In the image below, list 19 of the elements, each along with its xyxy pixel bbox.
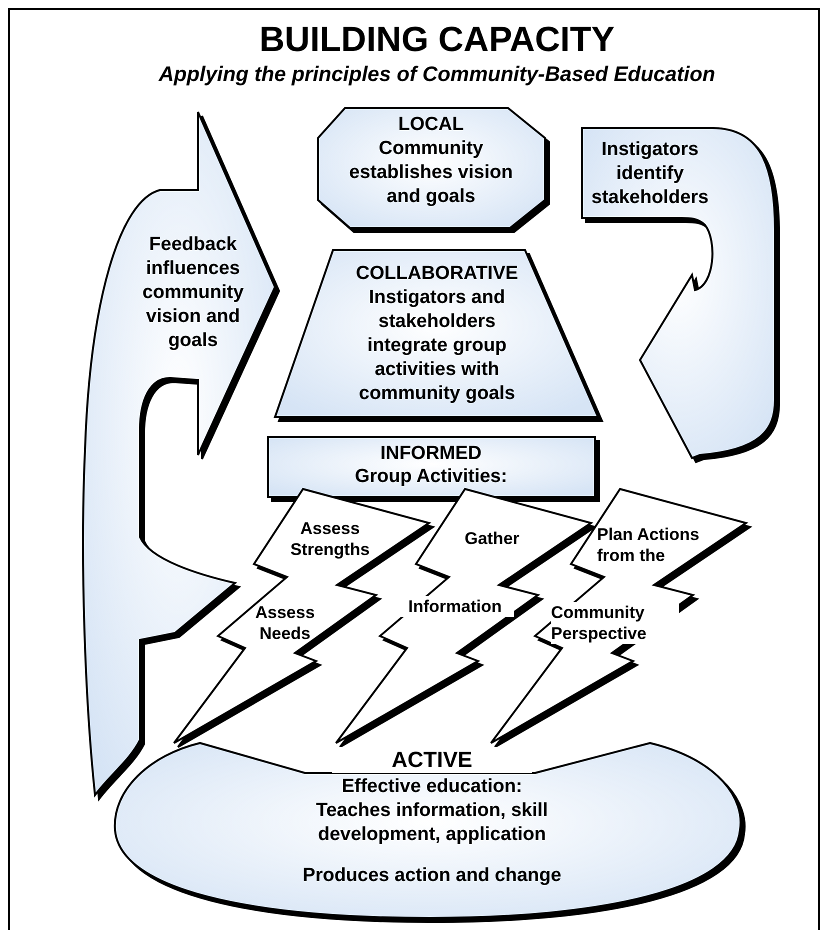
bolt-text: Gather <box>464 528 520 549</box>
node-heading: COLLABORATIVE <box>354 262 520 286</box>
bolt-text: Assess Strengths <box>289 518 371 560</box>
node-text: Community establishes vision and goals <box>348 137 514 209</box>
subtitle: Applying the principles of Community-Based Education <box>158 62 716 88</box>
node-heading: ACTIVE <box>332 747 532 773</box>
node-text: Produces action and change <box>302 864 562 888</box>
node-text: Group Activities: <box>354 465 508 489</box>
arrow-text: Feedback influences community vision and goals <box>141 233 245 353</box>
bolt-text: Community Perspective <box>551 602 679 644</box>
node-text: Effective education: <box>340 775 524 799</box>
bolt-text: Assess Needs <box>254 602 316 644</box>
node-text: Teaches information, skill development, application <box>315 799 549 847</box>
arrow-text: Instigators identify stakeholders <box>590 138 710 210</box>
bolt-text: Plan Actions from the <box>597 524 700 566</box>
title: BUILDING CAPACITY <box>258 20 616 60</box>
node-heading: LOCAL <box>397 113 465 137</box>
node-text: Instigators and stakeholders integrate group activities with community goals <box>358 286 516 406</box>
node-heading: INFORMED <box>379 442 483 466</box>
